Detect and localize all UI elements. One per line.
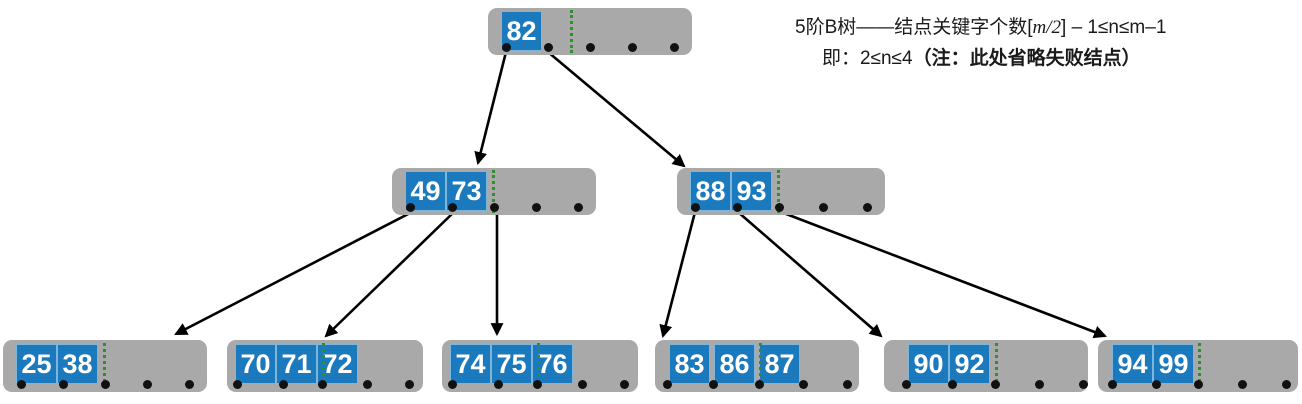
child-pointer-dot[interactable]	[143, 380, 152, 389]
tree-edge-mid-right-to-leaf-5	[737, 211, 883, 338]
key-region-divider	[322, 343, 325, 388]
child-pointer-dot[interactable]	[1108, 380, 1117, 389]
child-pointer-dot[interactable]	[1194, 380, 1203, 389]
child-pointer-dot[interactable]	[318, 380, 327, 389]
child-pointer-dot[interactable]	[1282, 380, 1291, 389]
caption-math-expression: m/2	[1032, 17, 1062, 38]
key-region-divider	[1198, 343, 1201, 388]
tree-edge-mid-left-to-leaf-1	[174, 210, 413, 336]
key-box[interactable]: 87	[759, 344, 800, 384]
tree-edge-mid-right-to-leaf-6	[780, 210, 1107, 339]
caption-inequality: – 1≤n≤m–1	[1066, 17, 1167, 38]
child-pointer-dot[interactable]	[709, 380, 718, 389]
child-pointer-dot[interactable]	[733, 203, 742, 212]
btree-node-root[interactable]: 82	[488, 8, 692, 55]
key-box[interactable]: 94	[1112, 344, 1153, 384]
child-pointer-dot[interactable]	[533, 380, 542, 389]
child-pointer-dot[interactable]	[799, 380, 808, 389]
caption-line-1: 5阶B树——结点关键字个数[m/2] – 1≤n≤m–1	[795, 12, 1166, 39]
key-region-divider	[537, 343, 540, 388]
key-box[interactable]: 86	[714, 344, 755, 384]
key-box[interactable]: 38	[57, 344, 98, 384]
key-box[interactable]: 70	[235, 344, 276, 384]
caption-line2-range: 即：2≤n≤4	[822, 48, 913, 69]
child-pointer-dot[interactable]	[185, 380, 194, 389]
child-pointer-dot[interactable]	[502, 43, 511, 52]
child-pointer-dot[interactable]	[448, 203, 457, 212]
key-box[interactable]: 90	[908, 344, 949, 384]
child-pointer-dot[interactable]	[1079, 380, 1088, 389]
tree-edge-mid-right-to-leaf-4	[659, 211, 697, 339]
key-box[interactable]: 74	[450, 344, 491, 384]
child-pointer-dot[interactable]	[902, 380, 911, 389]
child-pointer-dot[interactable]	[843, 380, 852, 389]
child-pointer-dot[interactable]	[1035, 380, 1044, 389]
child-pointer-dot[interactable]	[948, 380, 957, 389]
child-pointer-dot[interactable]	[578, 380, 587, 389]
key-box[interactable]: 92	[949, 344, 990, 384]
child-pointer-dot[interactable]	[586, 43, 595, 52]
child-pointer-dot[interactable]	[628, 43, 637, 52]
child-pointer-dot[interactable]	[405, 380, 414, 389]
child-pointer-dot[interactable]	[620, 380, 629, 389]
caption-line2-note: （注：此处省略失败结点）	[912, 48, 1141, 69]
child-pointer-dot[interactable]	[544, 43, 553, 52]
key-box[interactable]: 99	[1153, 344, 1194, 384]
child-pointer-dot[interactable]	[406, 203, 415, 212]
key-box[interactable]: 25	[16, 344, 57, 384]
caption-bracket-close: ]	[1061, 17, 1067, 38]
key-region-divider	[103, 343, 106, 388]
child-pointer-dot[interactable]	[490, 203, 499, 212]
child-pointer-dot[interactable]	[863, 203, 872, 212]
key-region-divider	[777, 170, 780, 213]
child-pointer-dot[interactable]	[494, 380, 503, 389]
key-region-divider	[759, 343, 762, 388]
child-pointer-dot[interactable]	[59, 380, 68, 389]
key-region-divider	[995, 343, 998, 388]
child-pointer-dot[interactable]	[279, 380, 288, 389]
tree-edge-root-to-mid-left	[474, 51, 508, 166]
child-pointer-dot[interactable]	[574, 203, 583, 212]
child-pointer-dot[interactable]	[775, 203, 784, 212]
child-pointer-dot[interactable]	[1152, 380, 1161, 389]
child-pointer-dot[interactable]	[670, 43, 679, 52]
caption-line1-text: 5阶B树——结点关键字个数	[795, 17, 1028, 38]
child-pointer-dot[interactable]	[691, 203, 700, 212]
caption-line-2: 即：2≤n≤4（注：此处省略失败结点）	[822, 43, 1141, 70]
tree-edge-mid-left-to-leaf-2	[324, 211, 455, 338]
child-pointer-dot[interactable]	[1238, 380, 1247, 389]
child-pointer-dot[interactable]	[233, 380, 242, 389]
key-box[interactable]: 71	[276, 344, 317, 384]
caption-bracket-open: [	[1027, 17, 1033, 38]
child-pointer-dot[interactable]	[755, 380, 764, 389]
child-pointer-dot[interactable]	[17, 380, 26, 389]
key-region-divider	[492, 170, 495, 213]
key-region-divider	[570, 10, 573, 53]
key-box[interactable]: 83	[669, 344, 710, 384]
child-pointer-dot[interactable]	[101, 380, 110, 389]
tree-edge-root-to-mid-right	[547, 51, 686, 168]
child-pointer-dot[interactable]	[819, 203, 828, 212]
child-pointer-dot[interactable]	[363, 380, 372, 389]
child-pointer-dot[interactable]	[991, 380, 1000, 389]
key-box[interactable]: 75	[491, 344, 532, 384]
child-pointer-dot[interactable]	[532, 203, 541, 212]
child-pointer-dot[interactable]	[448, 380, 457, 389]
child-pointer-dot[interactable]	[663, 380, 672, 389]
